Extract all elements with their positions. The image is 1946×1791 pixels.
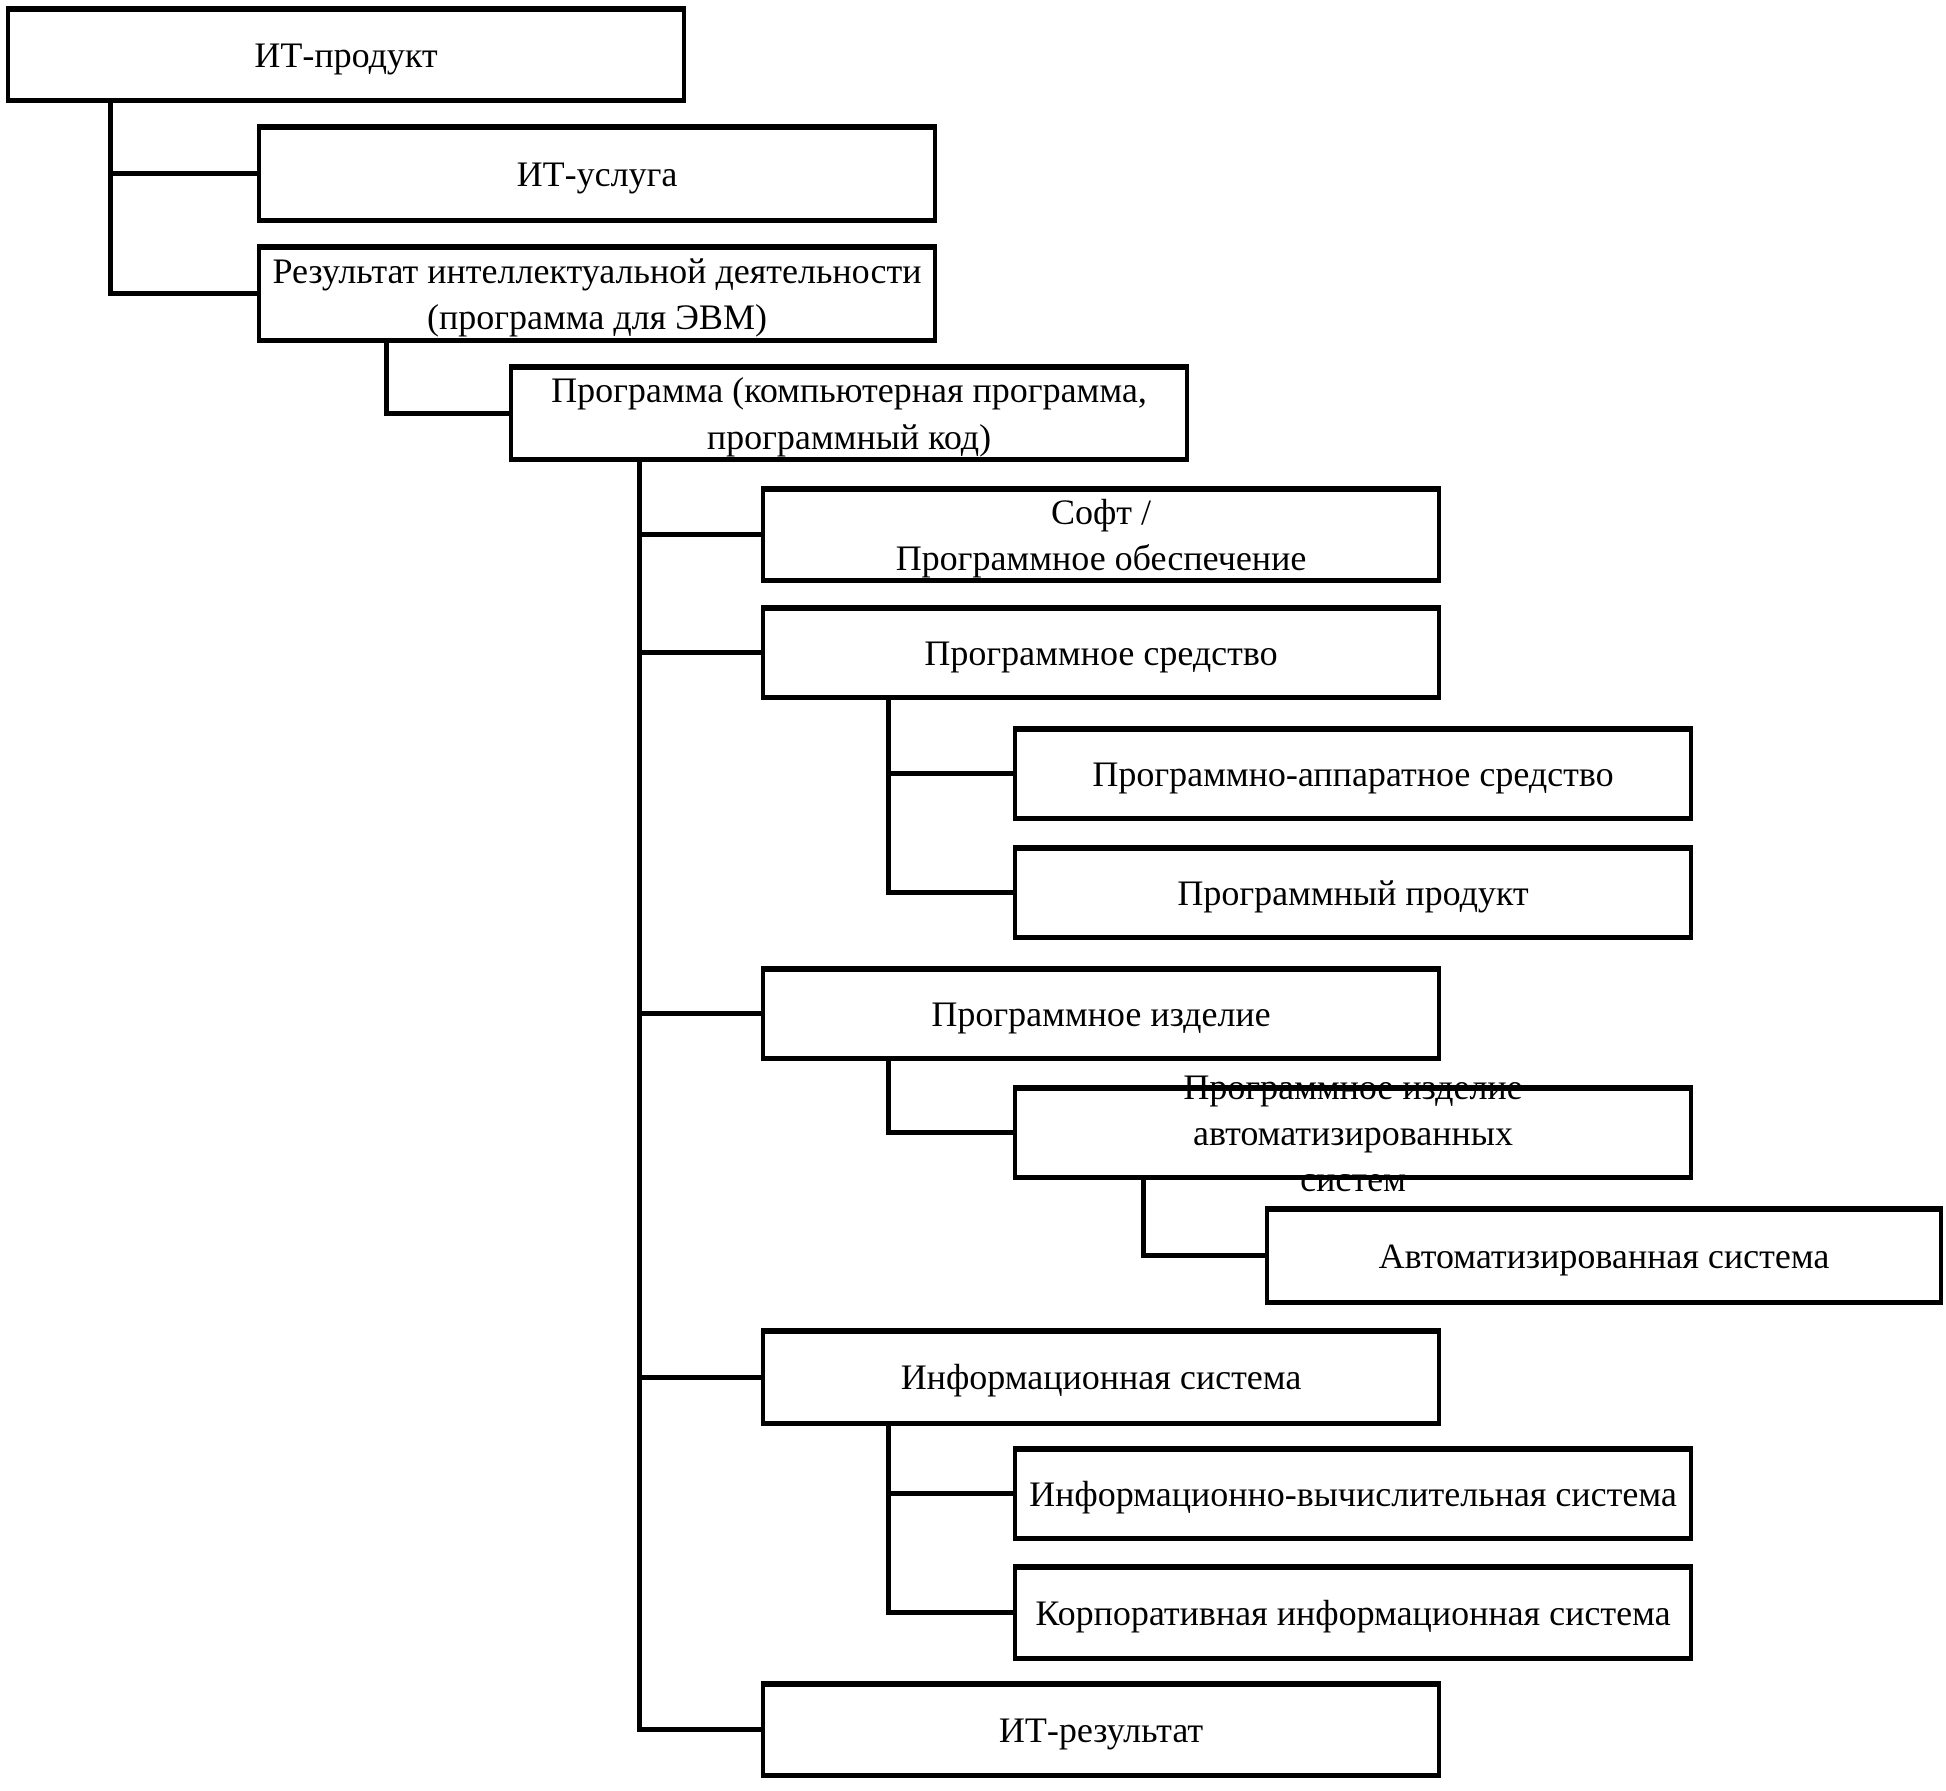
node-software-tool: Программное средство xyxy=(761,605,1441,700)
connector-to-automated-system xyxy=(1141,1253,1265,1258)
connector-to-it-service xyxy=(108,171,257,176)
connector-to-software-item-as xyxy=(886,1130,1013,1135)
connector-intellectual-result-trunk xyxy=(384,343,389,416)
node-it-product: ИТ-продукт xyxy=(6,6,686,103)
connector-software-item-as-trunk xyxy=(1141,1180,1146,1258)
node-software-product: Программный продукт xyxy=(1013,845,1693,940)
node-program: Программа (компьютерная программа, прогр… xyxy=(509,364,1189,462)
connector-information-system-trunk xyxy=(886,1426,891,1615)
node-info-computing-system: Информационно-вычислительная система xyxy=(1013,1446,1693,1541)
connector-to-corporate-info-system xyxy=(886,1610,1013,1615)
connector-it-product-trunk xyxy=(108,103,113,296)
connector-software-item-trunk xyxy=(886,1061,891,1135)
node-corporate-info-system: Корпоративная информационная система xyxy=(1013,1564,1693,1661)
connector-to-software-tool xyxy=(637,650,761,655)
connector-to-info-computing-system xyxy=(886,1491,1013,1496)
node-it-service: ИТ-услуга xyxy=(257,124,937,223)
connector-to-hardware-software-tool xyxy=(886,771,1013,776)
node-intellectual-result: Результат интеллектуальной деятельности … xyxy=(257,244,937,343)
connector-to-software-item xyxy=(637,1011,761,1016)
node-information-system: Информационная система xyxy=(761,1328,1441,1426)
node-soft-software: Софт / Программное обеспечение xyxy=(761,486,1441,583)
node-software-item-as: Программное изделие автоматизированных с… xyxy=(1013,1067,1693,1199)
connector-to-intellectual-result xyxy=(108,291,257,296)
connector-to-soft-software xyxy=(637,532,761,537)
node-it-result: ИТ-результат xyxy=(761,1681,1441,1778)
connector-program-trunk xyxy=(637,462,642,1732)
node-software-item: Программное изделие xyxy=(761,966,1441,1061)
connector-to-information-system xyxy=(637,1375,761,1380)
connector-to-software-product xyxy=(886,890,1013,895)
connector-software-tool-trunk xyxy=(886,700,891,895)
node-automated-system: Автоматизированная система xyxy=(1265,1206,1943,1305)
connector-to-program xyxy=(384,411,509,416)
node-hardware-software-tool: Программно-аппаратное средство xyxy=(1013,726,1693,821)
connector-to-it-result xyxy=(637,1727,761,1732)
